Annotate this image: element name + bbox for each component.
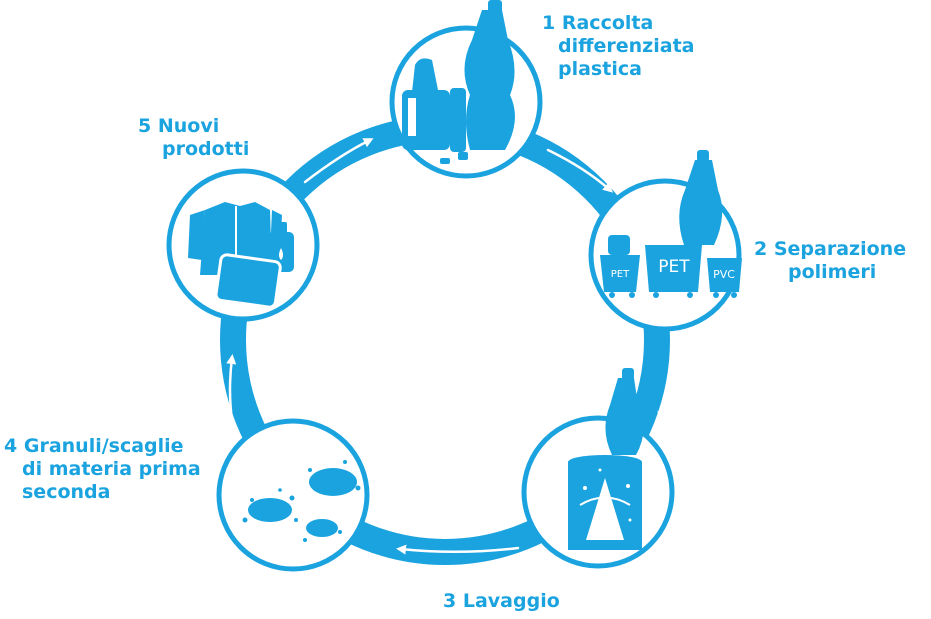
step-2-line-2: polimeri: [788, 261, 877, 283]
step-5-line-2: prodotti: [162, 138, 250, 160]
step-3-node: [521, 368, 675, 569]
bin-label-pet-large: PET: [658, 257, 690, 277]
flow-arrow-4-5: [226, 354, 237, 422]
flow-arrow-5-1: [303, 138, 374, 184]
granules-icon: [242, 460, 361, 542]
step-4-line-2: di materia prima: [22, 458, 201, 480]
step-1-line-1: Raccolta: [561, 12, 654, 34]
step-2-label: 2 Separazione polimeri: [754, 238, 906, 284]
step-2-line-1: Separazione: [773, 238, 907, 260]
washing-tank-icon: [568, 368, 644, 550]
step-1-number: 1: [542, 12, 556, 34]
bin-label-pvc: PVC: [713, 268, 735, 281]
step-4-label: 4 Granuli/scaglie di materia prima secon…: [4, 435, 201, 504]
bottles-and-containers-icon: [402, 0, 515, 164]
step-3-number: 3: [443, 590, 457, 612]
step-4-line-3: seconda: [22, 481, 111, 503]
step-2-node: PET PET PVC: [588, 150, 742, 332]
flow-arrow-1-2: [546, 148, 614, 193]
step-1-line-3: plastica: [558, 58, 642, 80]
flow-arrow-3-4: [396, 544, 520, 555]
step-5-number: 5: [138, 115, 152, 137]
step-3-line-1: Lavaggio: [462, 590, 560, 612]
step-5-line-1: Nuovi: [157, 115, 220, 137]
step-4-line-1: Granuli/scaglie: [23, 435, 184, 457]
step-1-label: 1 Raccolta differenziata plastica: [542, 12, 694, 81]
step-3-label: 3 Lavaggio: [443, 590, 560, 613]
step-4-node: [216, 418, 370, 572]
step-2-number: 2: [754, 238, 768, 260]
step-1-node: [389, 0, 543, 179]
new-products-icon: [188, 202, 294, 309]
step-5-label: 5 Nuovi prodotti: [138, 115, 249, 161]
step-5-node: [166, 168, 320, 322]
sorting-bins-icon: [600, 150, 742, 298]
flow-arrow-2-3: [657, 353, 680, 422]
step-1-line-2: differenziata: [558, 35, 695, 57]
step-4-number: 4: [4, 435, 18, 457]
bin-label-pet-small: PET: [611, 269, 630, 280]
